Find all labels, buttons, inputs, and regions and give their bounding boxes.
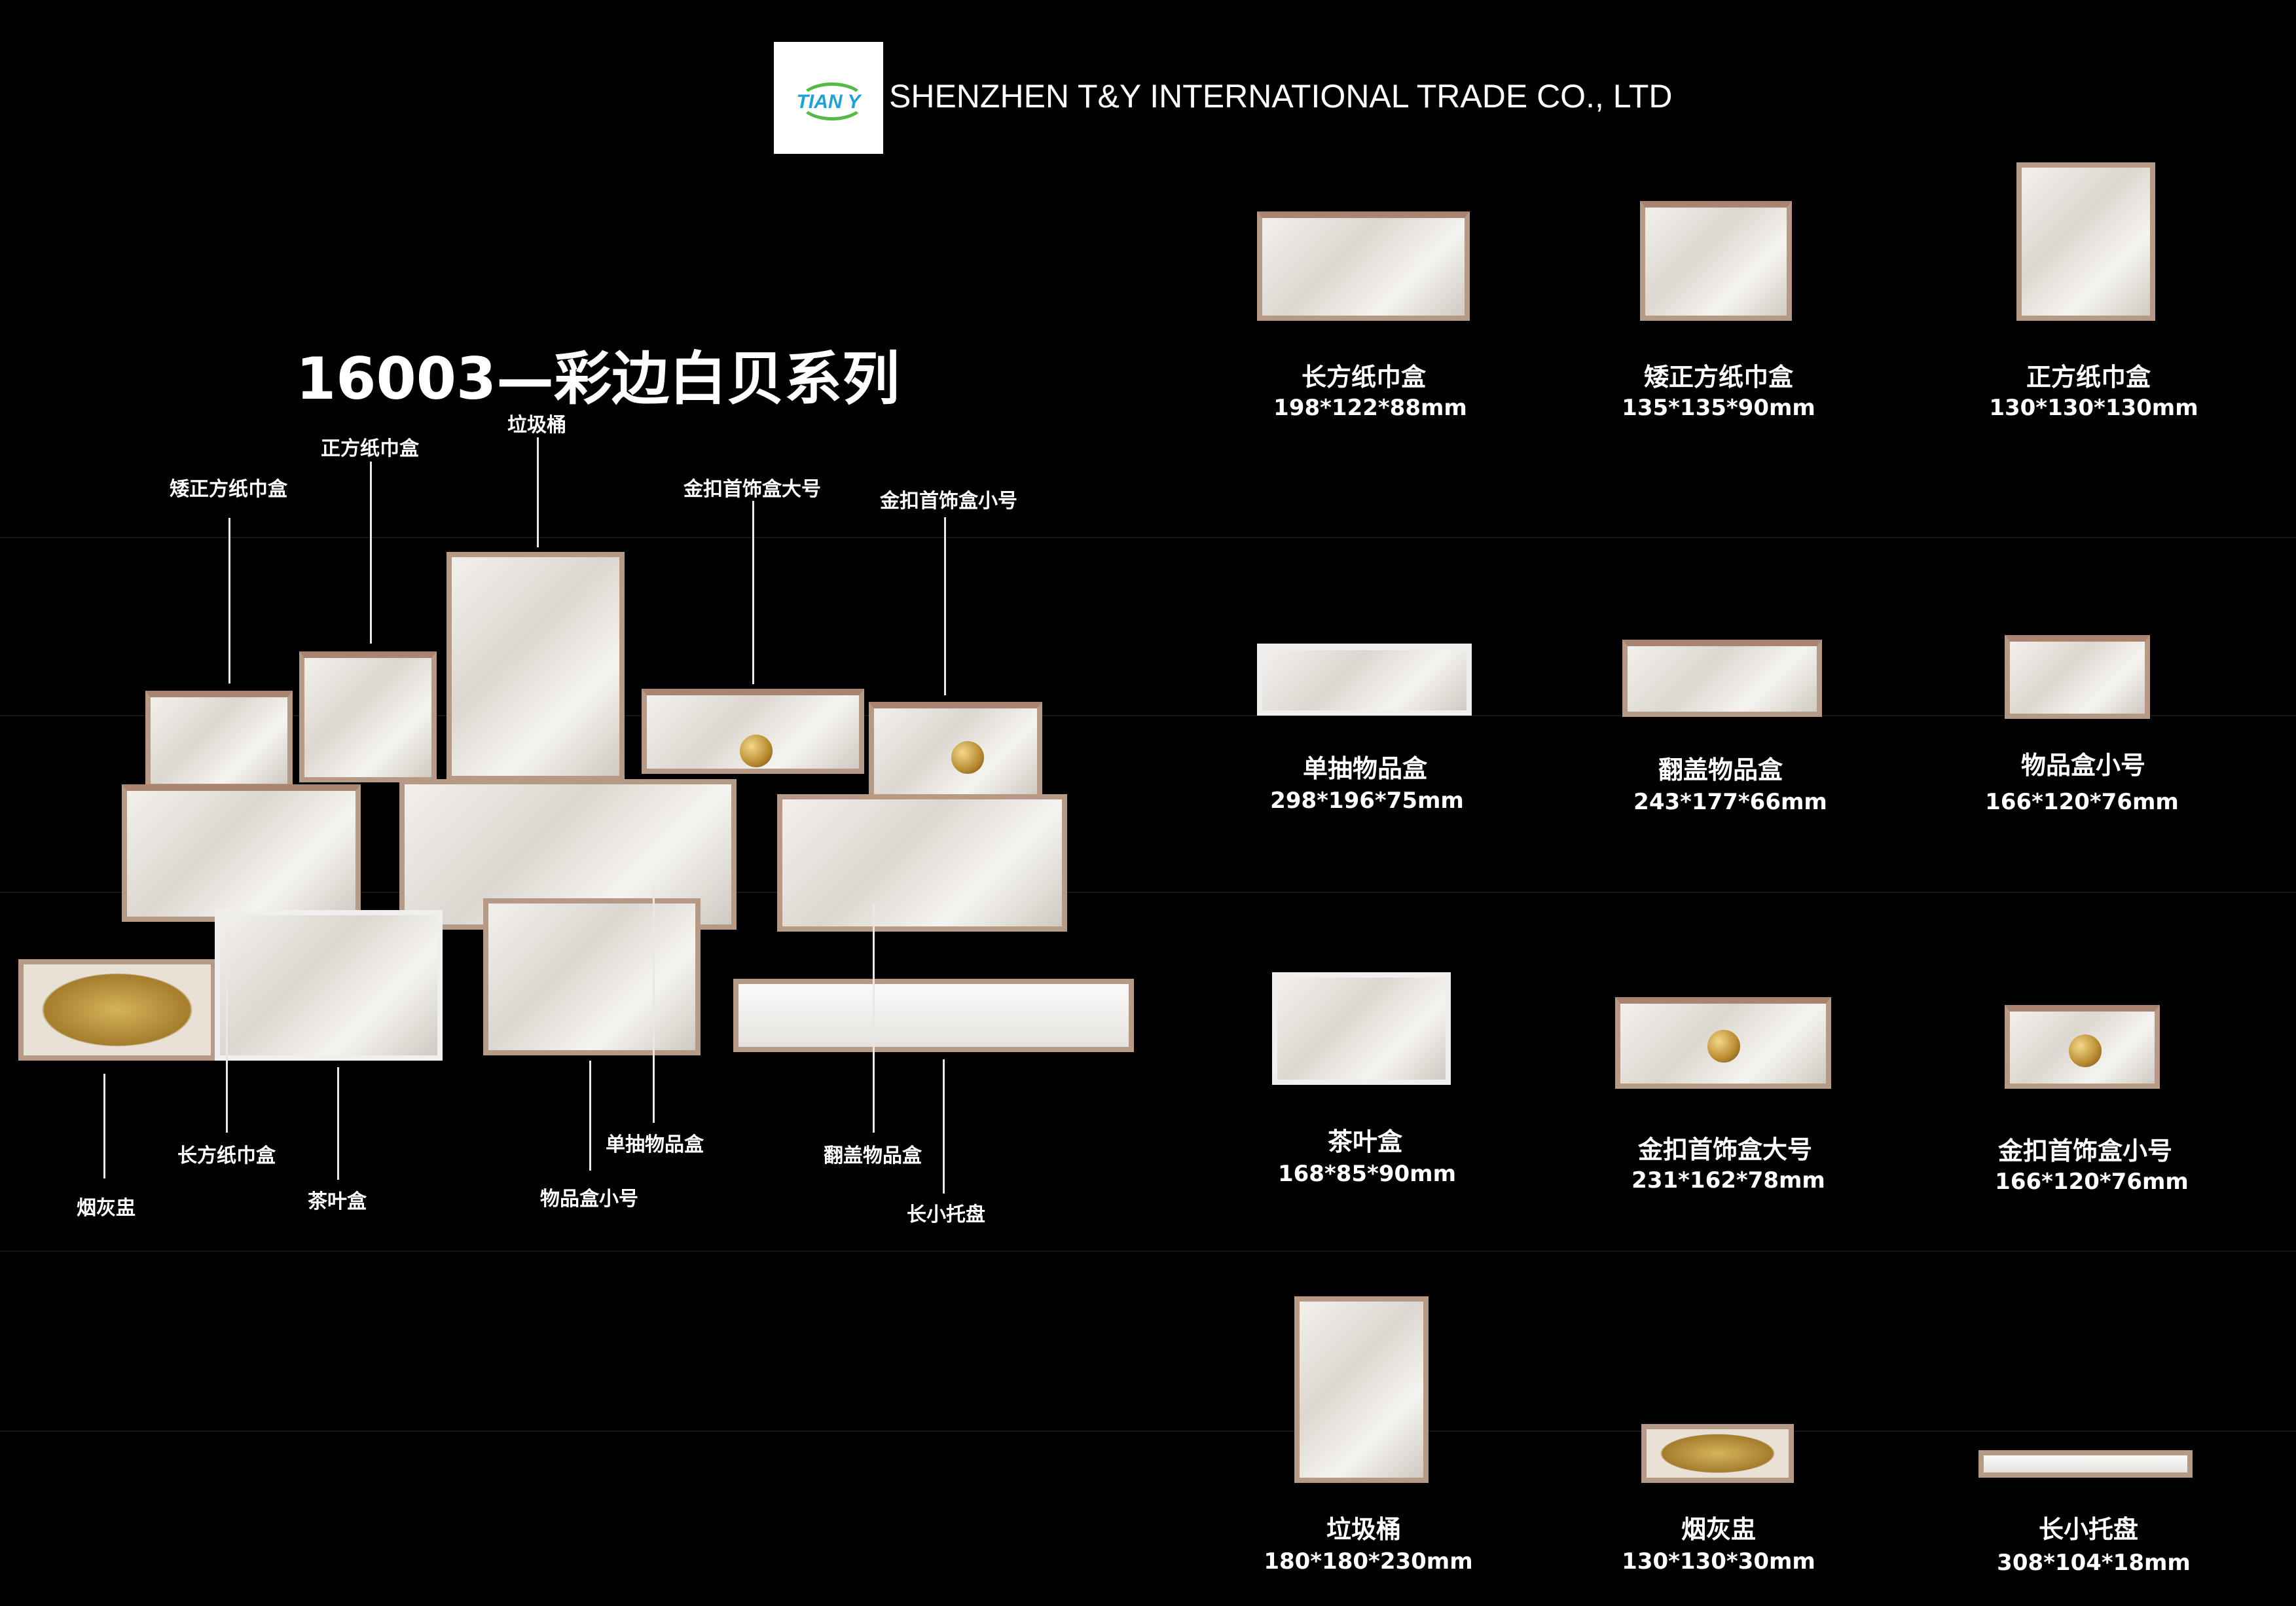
product-name: 金扣首饰盒小号 xyxy=(1997,1137,2173,1165)
product-name: 金扣首饰盒大号 xyxy=(1637,1135,1813,1164)
gold-knob-icon xyxy=(2069,1034,2102,1067)
callout-line xyxy=(370,462,372,644)
callout-line xyxy=(226,930,228,1133)
callout-line xyxy=(537,437,539,547)
product-dimensions: 166*120*76mm xyxy=(1995,1169,2189,1195)
divider xyxy=(0,1431,2296,1432)
product-image xyxy=(1641,1424,1794,1483)
callout-line xyxy=(337,1067,339,1180)
company-logo: TIAN Y xyxy=(774,42,883,154)
small-storage-box-image xyxy=(483,898,701,1055)
product-dimensions: 135*135*90mm xyxy=(1622,395,1815,421)
square-tissue-box-image xyxy=(299,651,437,782)
callout-line xyxy=(943,1059,945,1194)
product-name: 翻盖物品盒 xyxy=(1658,756,1783,784)
flip-storage-box-image xyxy=(777,794,1067,932)
product-dimensions: 198*122*88mm xyxy=(1273,395,1467,421)
tea-box-image xyxy=(215,910,443,1061)
product-image xyxy=(1978,1450,2193,1478)
callout-label: 矮正方纸巾盒 xyxy=(170,478,287,501)
small-jewelry-box-image xyxy=(869,702,1042,800)
product-dimensions: 168*85*90mm xyxy=(1277,1161,1457,1187)
gold-knob-icon xyxy=(1707,1030,1740,1063)
waste-bin-image xyxy=(446,552,625,781)
product-dimensions: 231*162*78mm xyxy=(1631,1167,1825,1194)
product-image xyxy=(1615,997,1831,1089)
product-dimensions: 243*177*66mm xyxy=(1633,789,1827,815)
callout-line xyxy=(589,1061,591,1171)
callout-label: 烟灰盅 xyxy=(77,1197,136,1220)
long-tray-image xyxy=(733,979,1134,1052)
divider xyxy=(0,892,2296,893)
callout-label: 翻盖物品盒 xyxy=(824,1144,922,1167)
logo-text: TIAN Y xyxy=(796,91,861,113)
company-name: SHENZHEN T&Y INTERNATIONAL TRADE CO., LT… xyxy=(889,78,1673,115)
product-dimensions: 308*104*18mm xyxy=(1997,1550,2191,1576)
gold-knob-icon xyxy=(740,735,773,767)
callout-label: 长小托盘 xyxy=(907,1203,985,1226)
logo-swoosh-icon xyxy=(799,82,866,120)
product-name: 长小托盘 xyxy=(2038,1515,2139,1544)
product-name: 物品盒小号 xyxy=(2020,751,2146,780)
divider xyxy=(0,715,2296,716)
product-dimensions: 130*130*130mm xyxy=(1989,395,2198,421)
product-image xyxy=(1640,201,1792,321)
series-title: 16003—彩边白贝系列 xyxy=(296,345,900,412)
product-dimensions: 298*196*75mm xyxy=(1270,788,1464,814)
low-square-tissue-box-image xyxy=(145,691,293,789)
product-name: 烟灰盅 xyxy=(1681,1515,1757,1544)
product-image xyxy=(1294,1296,1429,1483)
callout-line xyxy=(103,1074,105,1178)
callout-label: 茶叶盒 xyxy=(308,1190,367,1213)
product-image xyxy=(1257,644,1472,716)
product-name: 垃圾桶 xyxy=(1326,1515,1402,1544)
product-name: 矮正方纸巾盒 xyxy=(1643,363,1794,392)
product-name: 长方纸巾盒 xyxy=(1301,363,1427,392)
rectangular-tissue-box-image xyxy=(122,784,361,922)
callout-label: 金扣首饰盒小号 xyxy=(880,490,1017,513)
callout-line xyxy=(752,501,754,684)
divider xyxy=(0,537,2296,538)
callout-line xyxy=(653,887,655,1123)
callout-line xyxy=(228,518,230,684)
callout-label: 物品盒小号 xyxy=(540,1188,638,1211)
divider xyxy=(0,1250,2296,1252)
product-dimensions: 130*130*30mm xyxy=(1622,1548,1815,1575)
product-name: 单抽物品盒 xyxy=(1302,754,1428,783)
product-dimensions: 166*120*76mm xyxy=(1985,789,2179,815)
callout-line xyxy=(873,903,875,1133)
callout-label: 金扣首饰盒大号 xyxy=(683,478,821,501)
product-image xyxy=(1622,640,1822,717)
callout-line xyxy=(944,517,946,695)
callout-label: 单抽物品盒 xyxy=(606,1133,704,1156)
product-image xyxy=(2005,635,2150,719)
callout-label: 长方纸巾盒 xyxy=(177,1144,276,1167)
callout-label: 垃圾桶 xyxy=(507,414,566,437)
product-image xyxy=(2016,162,2155,321)
product-image xyxy=(1257,211,1470,321)
large-jewelry-box-image xyxy=(642,689,864,774)
product-dimensions: 180*180*230mm xyxy=(1264,1548,1473,1575)
product-name: 正方纸巾盒 xyxy=(2026,363,2151,392)
gold-knob-icon xyxy=(951,741,984,774)
product-image xyxy=(1272,972,1451,1085)
ashtray-image xyxy=(18,959,216,1061)
callout-label: 正方纸巾盒 xyxy=(321,437,419,460)
product-image xyxy=(2005,1005,2160,1089)
product-name: 茶叶盒 xyxy=(1327,1127,1403,1156)
